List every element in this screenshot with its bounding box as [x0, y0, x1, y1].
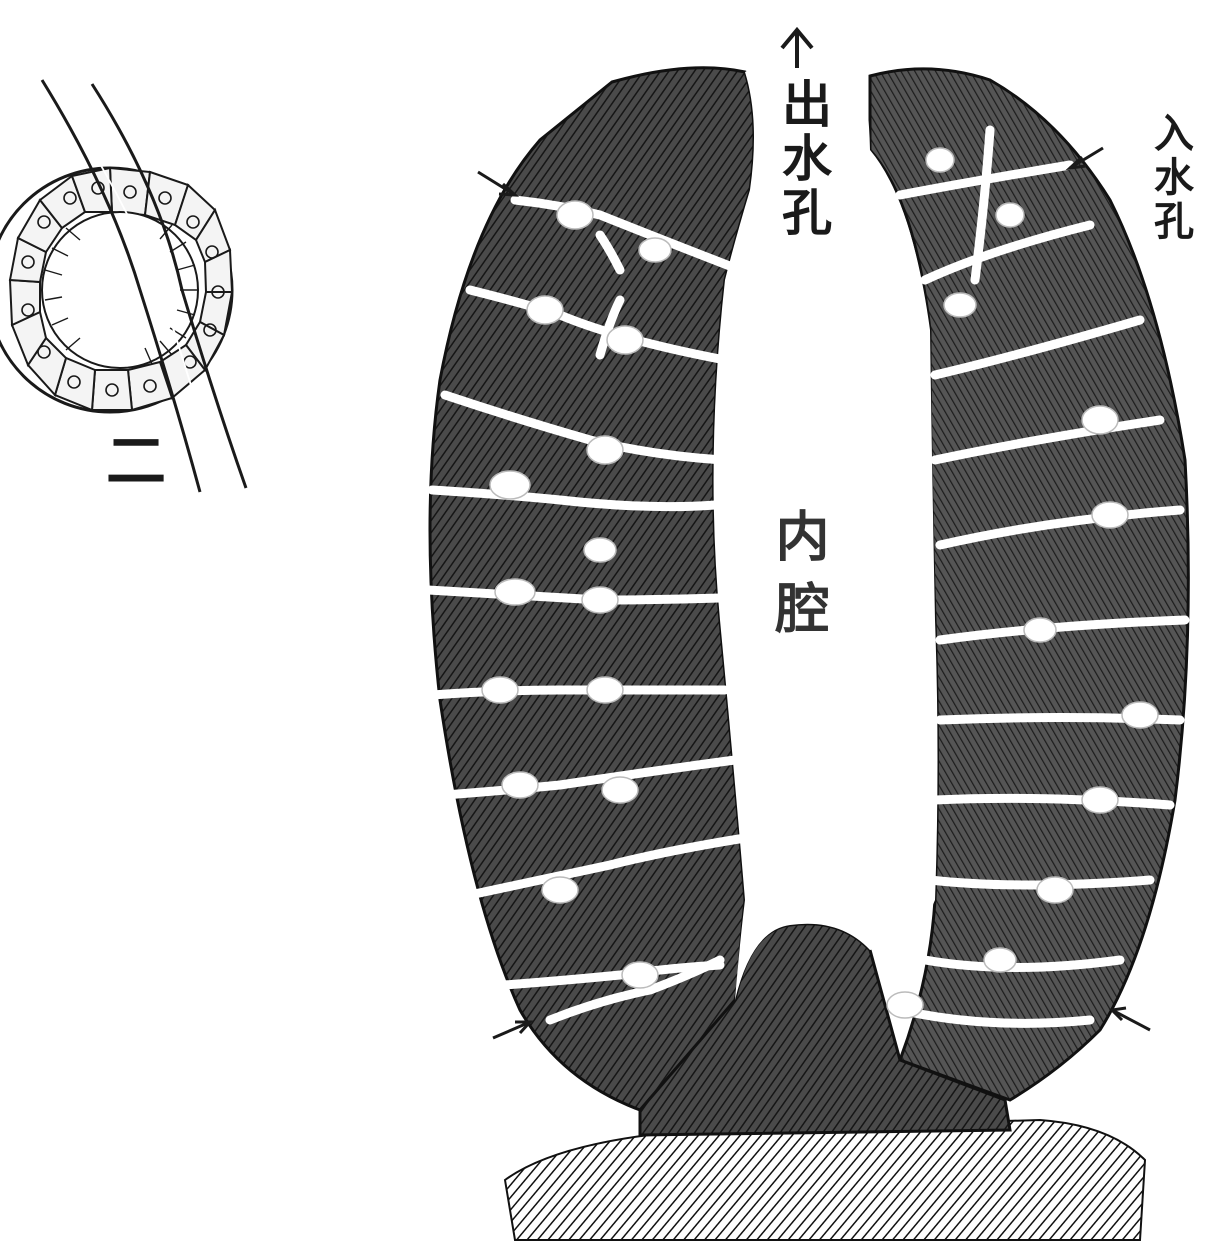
- inlet-label: 入水孔: [1150, 112, 1190, 244]
- inner-cavity-label: 内腔: [770, 508, 824, 652]
- substrate: [505, 1120, 1145, 1240]
- figure-number-label: 二: [106, 432, 166, 492]
- outlet-label: 出水孔: [778, 78, 828, 240]
